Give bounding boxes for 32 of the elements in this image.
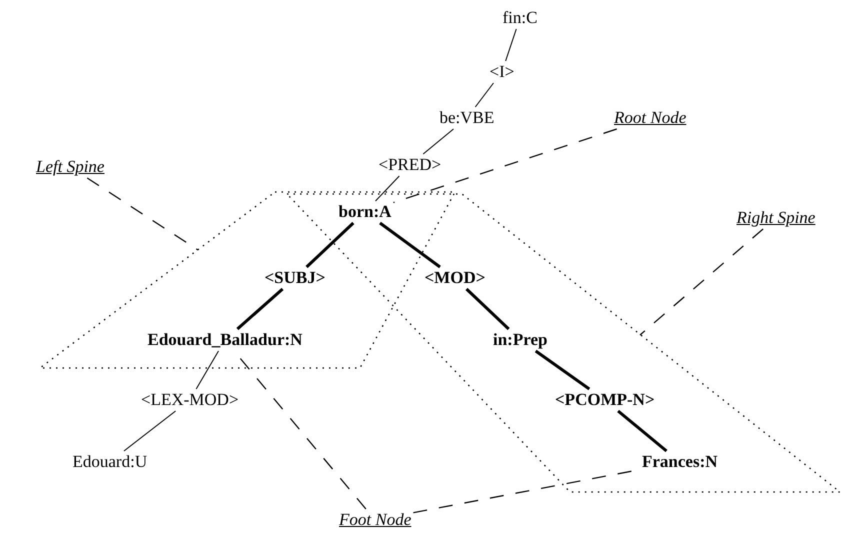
word-label: fin:C <box>502 8 538 28</box>
annotation-label: Left Spine <box>36 157 104 177</box>
relation-label: <PRED> <box>378 155 442 175</box>
branch-line <box>375 176 400 202</box>
branch-line <box>474 82 494 108</box>
annotation-label: Foot Node <box>339 510 412 530</box>
leader-line <box>640 228 764 336</box>
relation-label: <LEX-MOD> <box>141 390 239 410</box>
leader-line <box>393 128 617 204</box>
branch-line <box>306 222 354 268</box>
annotation-label: Root Node <box>614 108 686 128</box>
annotation-label: Right Spine <box>736 208 816 228</box>
word-label: Edouard_Balladur:N <box>148 330 302 350</box>
relation-label: <I> <box>490 62 514 82</box>
branch-line <box>505 28 517 62</box>
branch-line <box>196 350 219 390</box>
branch-line <box>465 288 510 330</box>
leader-line <box>86 178 198 250</box>
relation-label: <MOD> <box>424 268 486 288</box>
word-label: be:VBE <box>440 108 494 128</box>
relation-label: <SUBJ> <box>264 268 326 288</box>
branch-line <box>124 410 176 452</box>
word-label: Frances:N <box>642 452 718 472</box>
word-label: Edouard:U <box>72 452 148 472</box>
word-label: in:Prep <box>493 330 548 350</box>
word-label: born:A <box>338 202 392 222</box>
branch-line <box>422 128 454 154</box>
branch-line <box>617 410 668 452</box>
branch-line <box>379 222 441 268</box>
branch-line <box>534 350 590 390</box>
relation-label: <PCOMP-N> <box>555 390 655 410</box>
branch-line <box>236 288 284 330</box>
